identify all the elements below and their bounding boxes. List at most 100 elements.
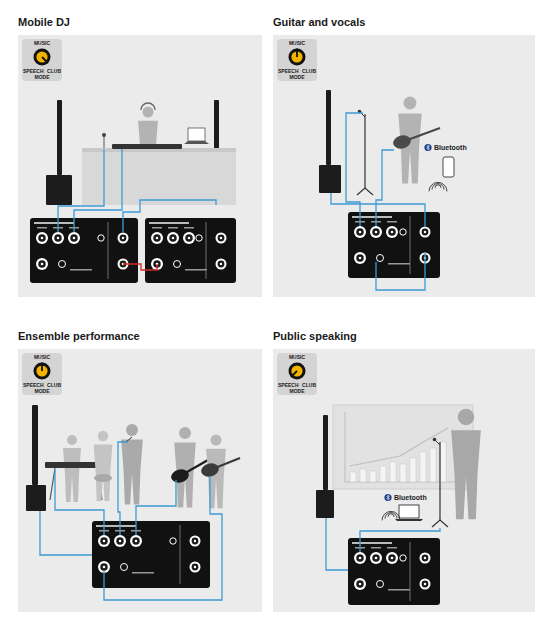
knob-ring [34,363,51,380]
knob-ring [34,49,51,66]
jack [386,226,398,238]
dj-controller [112,144,182,149]
person-body [94,444,113,501]
mode-label: CLUB [47,68,61,74]
knob-pointer [291,371,297,377]
jack-hole [54,234,61,241]
jack-pin [41,263,44,266]
headphones [141,103,155,110]
mic-stand [104,136,105,148]
panel-marking [388,263,410,265]
jack-pin [391,231,394,234]
chart-bar [410,458,416,482]
person-head [67,435,77,445]
chart-axis [345,412,346,482]
jack-pin [375,557,378,560]
panel-background [273,35,535,297]
jack-pin [194,566,196,568]
jack [183,232,195,244]
jack-hole [356,228,363,235]
cable [123,200,216,232]
scenario-panel: MUSICSPEECHCLUBMODEGuitar and vocals [273,35,535,297]
scenario-panel: MUSICSPEECHCLUBMODEEnsemble performance [18,349,262,612]
knob-background [277,39,317,81]
mode-label: MUSIC [34,354,50,360]
jack [167,232,179,244]
cable [376,150,394,226]
panel-marking [387,221,397,223]
knob-pointer [42,57,48,63]
control-knob [98,235,104,241]
person-head [458,409,475,426]
knob-ring [289,49,306,66]
cable [331,193,425,226]
guitar-body [392,133,413,150]
jack-hole [422,581,429,588]
mode-label: CLUB [302,68,316,74]
jack-hole [218,235,225,242]
wireless-waves [429,182,447,191]
mic-stand [364,114,365,188]
laptop-screen [188,128,205,141]
smartphone [443,157,454,177]
panel-heading: Guitar and vocals [273,16,365,28]
jack-hole [388,228,395,235]
jack-pin [135,540,138,543]
jack-hole [100,563,107,570]
guitar-body [170,467,191,484]
person-head [179,427,191,439]
panel-marking [34,222,74,224]
speaker-column [326,90,331,165]
wireless-waves [382,511,400,520]
jack-hole [38,234,45,241]
jack-pin [194,540,196,542]
jack [68,232,80,244]
speaker-column [32,405,38,485]
jack-pin [119,540,122,543]
mode-knob: MUSICSPEECHCLUBMODE [22,353,62,395]
jack [354,226,366,238]
mixer-panel [348,538,440,605]
mode-label: SPEECH [23,382,44,388]
mixer-panel [92,521,210,588]
jack [216,259,227,270]
jack-hole [372,554,379,561]
chart-trend [350,428,448,466]
knob-background [277,353,317,395]
chart-bar [350,472,356,482]
mode-label: MUSIC [289,40,305,46]
mode-label: SPEECH [278,68,299,74]
jack-hole [422,229,429,236]
jack-pin [220,237,222,239]
panel-background [18,35,262,297]
jack [151,232,163,244]
panel-marking [352,216,392,218]
cable [123,264,157,270]
cable [376,252,425,290]
mode-knob: MUSICSPEECHCLUBMODE [277,39,317,81]
jack-pin [188,237,191,240]
control-knob [174,261,181,268]
keyboard-stand [50,468,102,500]
cable [346,113,363,226]
bluetooth-label: Bluetooth [394,493,427,502]
panel-marking [388,589,410,591]
mode-label: CLUB [47,382,61,388]
jack [52,232,64,244]
jack-pin [73,237,76,240]
cable [58,149,104,232]
dj-table [82,150,236,205]
mixer-panel [30,218,138,283]
jack-hole [132,537,139,544]
bluetooth-icon [424,144,431,151]
jack-pin [103,540,106,543]
chart-bar [360,469,366,482]
jack-hole [120,235,127,242]
jack-pin [391,557,394,560]
mode-label: SPEECH [278,382,299,388]
person-head [126,424,138,436]
panel-heading: Ensemble performance [18,330,140,342]
jack-pin [375,231,378,234]
mic-stand-legs [357,188,373,195]
microphone [102,133,106,137]
